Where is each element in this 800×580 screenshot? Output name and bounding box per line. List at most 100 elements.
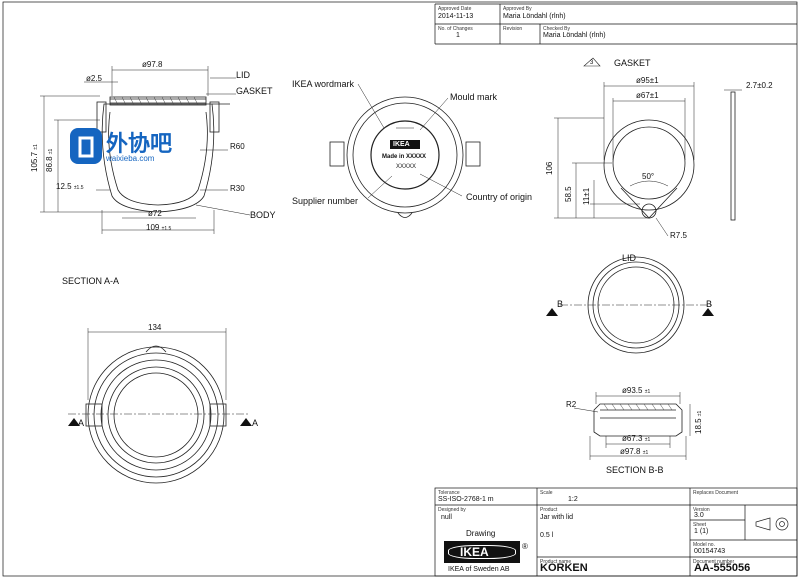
model: 00154743 bbox=[694, 548, 726, 555]
checked-by-label: Checked By bbox=[543, 26, 570, 32]
label-gasket-view: GASKET bbox=[614, 58, 651, 68]
dim-small-diameter: ø2.5 bbox=[86, 74, 103, 83]
dim-bb-bottom: ø97.8 ±1 bbox=[620, 447, 649, 456]
label-mould-mark: Mould mark bbox=[450, 92, 498, 102]
ikea-wordmark-badge bbox=[390, 140, 420, 149]
header-block bbox=[434, 3, 797, 45]
section-marker-a-right: A bbox=[252, 418, 259, 428]
bottom-xxxxx: XXXXX bbox=[396, 164, 417, 170]
watermark-title: 外协吧 bbox=[106, 131, 173, 156]
label-supplier-number: Supplier number bbox=[292, 196, 359, 206]
dim-base-height: 12.5 ±1.5 bbox=[56, 182, 84, 191]
bottom-ikea-logo: IKEA bbox=[393, 141, 410, 148]
dim-bb-top: ø93.5 ±1 bbox=[622, 386, 651, 395]
clasp-right bbox=[209, 101, 220, 133]
scale: 1:2 bbox=[568, 496, 578, 503]
designed: null bbox=[441, 514, 452, 521]
section-bb-title: SECTION B-B bbox=[606, 465, 664, 475]
label-country-of-origin: Country of origin bbox=[466, 192, 533, 202]
bottom-made-in: Made in XXXXX bbox=[382, 154, 427, 160]
approved-by: Maria Löndahl (rlnh) bbox=[503, 13, 566, 20]
bottom-label-ring bbox=[370, 120, 440, 190]
bb-lid-profile bbox=[593, 403, 683, 437]
watermark-logo-icon bbox=[70, 128, 102, 164]
scale-label: Scale bbox=[540, 490, 553, 496]
gasket-outer-circle bbox=[603, 119, 695, 211]
aa-outer-circle bbox=[87, 346, 225, 484]
checked-by: Maria Löndahl (rlnh) bbox=[543, 32, 606, 39]
dim-gasket-11: 11±1 bbox=[582, 187, 591, 205]
version: 3.0 bbox=[694, 512, 704, 519]
title-block bbox=[434, 487, 798, 577]
side-view bbox=[40, 66, 251, 234]
watermark-url: waixieba.com bbox=[106, 154, 155, 163]
ikea-logo-badge: IKEA bbox=[444, 541, 520, 563]
section-aa-title: SECTION A-A bbox=[62, 276, 120, 286]
section-marker-a-left: A bbox=[78, 418, 85, 428]
dim-total-width: 109 ±1.5 bbox=[146, 223, 172, 232]
section-marker-b-left: B bbox=[557, 299, 564, 309]
approved-date: 2014-11-13 bbox=[438, 13, 474, 20]
dim-gasket-inner: ø67±1 bbox=[636, 91, 659, 100]
drawing-caption: Drawing bbox=[466, 529, 496, 538]
version-label: Version bbox=[693, 507, 710, 513]
sheet-label: Sheet bbox=[693, 522, 707, 528]
dim-r30: R30 bbox=[230, 184, 245, 193]
dim-gasket-angle: 50° bbox=[642, 172, 655, 181]
label-lid-view: LID bbox=[622, 253, 637, 263]
label-ikea-wordmark: IKEA wordmark bbox=[292, 79, 355, 89]
dim-gasket-58: 58.5 bbox=[564, 186, 573, 202]
sheet: 1 (1) bbox=[694, 528, 709, 535]
label-gasket: GASKET bbox=[236, 86, 273, 96]
dim-body-height: 86.8 ±1 bbox=[45, 148, 54, 172]
replaces-label: Replaces Document bbox=[693, 490, 739, 496]
dim-r60: R60 bbox=[230, 142, 245, 151]
dim-gasket-r75: R7.5 bbox=[670, 231, 687, 240]
section-bb-view bbox=[573, 392, 691, 460]
gasket-inner-circle bbox=[612, 126, 686, 200]
ikea-logo-text: IKEA bbox=[460, 545, 489, 559]
gasket-revision-mark: 3 bbox=[590, 60, 594, 66]
registered-mark: ® bbox=[522, 542, 528, 551]
model-label: Model no. bbox=[693, 542, 715, 548]
product-label: Product bbox=[540, 507, 558, 513]
aa-clasp-left bbox=[85, 403, 103, 427]
dim-gasket-106: 106 bbox=[545, 161, 554, 175]
clasp-left bbox=[96, 101, 107, 133]
lid-view bbox=[546, 256, 714, 354]
volume: 0.5 l bbox=[540, 532, 554, 539]
jar-body-outline bbox=[101, 103, 215, 213]
product: Jar with lid bbox=[540, 514, 574, 521]
section-marker-b-right: B bbox=[706, 299, 713, 309]
approved-date-label: Approved Date bbox=[438, 6, 472, 12]
tolerance: SS-ISO-2768-1 m bbox=[438, 496, 494, 503]
bottom-view bbox=[329, 83, 481, 218]
document-number: AA-555056 bbox=[694, 562, 751, 574]
label-body: BODY bbox=[250, 210, 276, 220]
jar-inner-outline bbox=[108, 111, 208, 206]
product-name-label: Product name bbox=[540, 559, 572, 565]
product-name: KORKEN bbox=[540, 562, 588, 574]
changes: 1 bbox=[456, 32, 460, 39]
designed-label: Designed by bbox=[438, 507, 466, 513]
section-aa-view bbox=[68, 328, 252, 484]
gasket-view bbox=[554, 57, 742, 237]
company: IKEA of Sweden AB bbox=[448, 566, 510, 573]
revision-label: Revision bbox=[503, 26, 523, 32]
aa-clasp-right bbox=[209, 403, 227, 427]
bottom-outer-circle bbox=[346, 96, 464, 214]
tolerance-label: Tolerance bbox=[438, 490, 460, 496]
dim-total-height: 105.7 ±1 bbox=[30, 144, 39, 172]
label-lid: LID bbox=[236, 70, 251, 80]
changes-label: No. of Changes bbox=[438, 26, 473, 32]
dim-bb-mid: ø67.3 ±1 bbox=[622, 434, 651, 443]
approved-by-label: Approved By bbox=[503, 6, 532, 12]
dim-gasket-thickness: 2.7±0.2 bbox=[746, 81, 773, 90]
document-number-label: Document number bbox=[693, 559, 735, 565]
dim-gasket-outer: ø95±1 bbox=[636, 76, 659, 85]
dim-base-diameter: ø72 bbox=[148, 209, 162, 218]
dim-aa-134: 134 bbox=[148, 323, 162, 332]
